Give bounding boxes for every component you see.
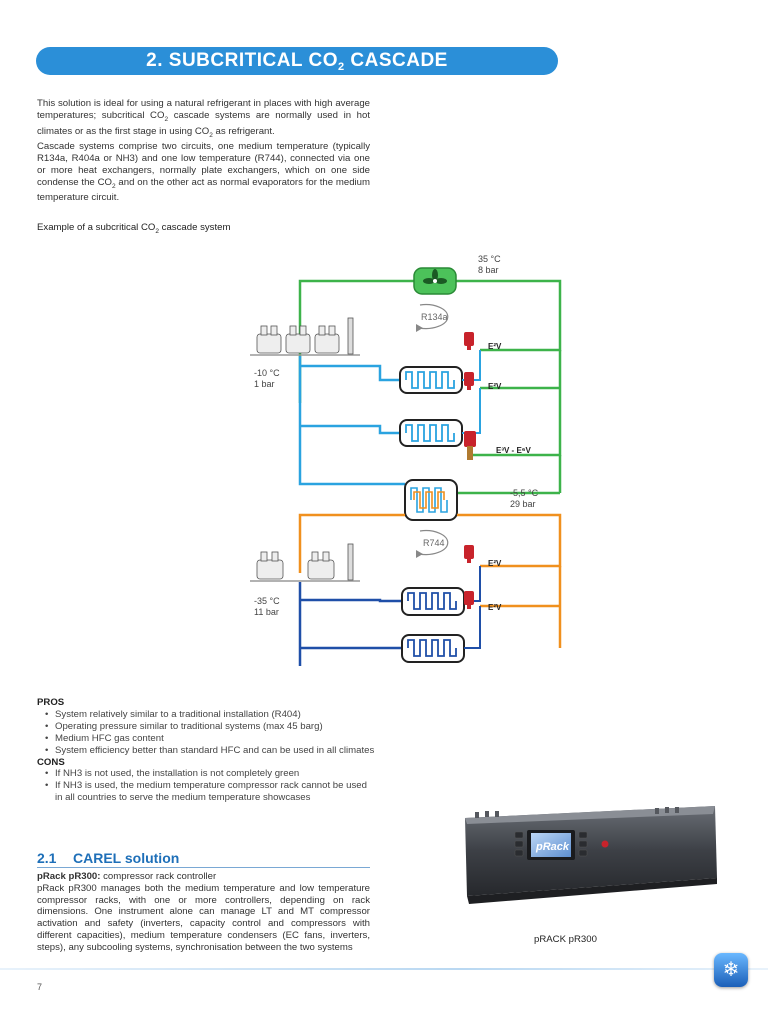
subsection-title-text: CAREL solution: [73, 850, 180, 866]
section-title-bar: 2. SUBCRITICAL CO2 CASCADE: [36, 47, 558, 75]
valve-label-2: E²V: [488, 382, 502, 391]
lt-pressure: 11 bar: [254, 607, 279, 617]
lt-temp: -35 °C: [254, 596, 280, 606]
intro-p1-sub: 2: [164, 115, 169, 123]
mt-suction-loop: [298, 356, 405, 486]
mt-compressor-rack: [250, 317, 360, 356]
intro-p1-a: This solution is ideal for using a natur…: [37, 98, 370, 121]
intro-paragraph-1: This solution is ideal for using a natur…: [37, 98, 370, 141]
caption-post: cascade system: [159, 222, 231, 233]
cons-heading: CONS: [37, 756, 65, 768]
r134a-cycle-icon: [416, 304, 449, 332]
lt-compressor-rack: [250, 543, 360, 582]
section-title-text: 2. SUBCRITICAL CO: [146, 50, 338, 71]
pros-item: Medium HFC gas content: [45, 733, 377, 745]
footer-band: [0, 968, 768, 970]
lt-suction-loop: [298, 582, 402, 666]
mt-pressure: 1 bar: [254, 379, 275, 389]
product-caption: pRACK pR300: [534, 934, 597, 945]
valve-e3v: [464, 431, 476, 460]
pros-item: Operating pressure similar to traditiona…: [45, 721, 377, 733]
carel-logo-icon: [601, 840, 609, 848]
pros-heading: PROS: [37, 697, 65, 708]
valve-e2v-3: [464, 545, 474, 563]
snowflake-icon: [714, 953, 748, 987]
condenser-fan: [413, 267, 457, 295]
display-text: pRack: [535, 841, 570, 853]
mt-temp: -10 °C: [254, 368, 280, 378]
intro-p2-sub: 2: [111, 182, 116, 190]
caption-pre: Example of a subcritical CO: [37, 222, 156, 233]
valve-label-4: E²V: [488, 559, 502, 568]
intro-p1-b: cascade systems are normally used in hot…: [37, 109, 370, 137]
valve-e2v-1: [464, 332, 474, 350]
intro-p2-a: Cascade systems comprise two circuits, o…: [37, 141, 370, 188]
exchanger-temp: -5,5 °C: [510, 488, 539, 498]
diagram-caption: Example of a subcritical CO2 cascade sys…: [37, 222, 230, 235]
valve-e2v-4: [464, 591, 474, 609]
r744-cycle-icon: [416, 530, 449, 558]
subsection-divider: [37, 867, 370, 868]
lt-refrigerant-label: R744: [423, 538, 445, 548]
product-name: pRack pR300:: [37, 871, 101, 882]
controller-display: pRack: [527, 830, 575, 860]
exchanger-pressure: 29 bar: [510, 499, 536, 509]
valve-label-5: E²V: [488, 603, 502, 612]
intro-paragraph-2: Cascade systems comprise two circuits, o…: [37, 141, 370, 204]
subsection-body: pRack pR300: compressor rack controller …: [37, 871, 370, 954]
valve-e2v-2: [464, 372, 474, 390]
intro-text: This solution is ideal for using a natur…: [37, 98, 370, 204]
pros-item: System relatively similar to a tradition…: [45, 709, 377, 721]
pros-list: System relatively similar to a tradition…: [37, 709, 377, 757]
lt-liquid-loop: [298, 513, 562, 648]
valve-label-3: E³V - E⁶V: [496, 446, 531, 455]
subsection-number: 2.1: [37, 850, 57, 866]
lt-evaporator-2: [401, 634, 465, 663]
intro-p1-sub2: 2: [209, 131, 213, 139]
cascade-heat-exchanger: [404, 479, 458, 521]
controller-buttons: [514, 831, 588, 857]
cascade-diagram: 35 °C 8 bar R134a -10 °C 1 bar E²V: [250, 254, 562, 666]
product-line: pRack pR300: compressor rack controller: [37, 871, 370, 883]
mt-refrigerant-label: R134a: [421, 312, 448, 322]
lt-evaporator-1: [401, 587, 465, 616]
section-title-suffix: CASCADE: [344, 50, 448, 71]
section-title-subscript: 2: [337, 61, 345, 73]
controller-body: [465, 806, 717, 904]
subsection-title: 2.1 CAREL solution: [37, 850, 179, 866]
cons-list: If NH3 is not used, the installation is …: [37, 768, 377, 804]
prack-controller-image: pRack: [465, 806, 717, 904]
intro-p1-c: as refrigerant.: [212, 125, 275, 137]
intro-p2-b: and on the other act as normal evaporato…: [37, 176, 370, 204]
page-number: 7: [37, 982, 43, 992]
condenser-temp: 35 °C: [478, 254, 501, 264]
subsection-paragraph: pRack pR300 manages both the medium temp…: [37, 882, 370, 953]
cons-item: If NH3 is not used, the installation is …: [45, 768, 377, 780]
condenser-pressure: 8 bar: [478, 265, 499, 275]
mt-evaporator-1: [399, 366, 463, 394]
mt-evaporator-2: [399, 419, 463, 447]
pros-item: System efficiency better than standard H…: [45, 745, 377, 757]
caption-sub: 2: [155, 227, 159, 235]
pros-cons-list: PROS System relatively similar to a trad…: [37, 697, 377, 804]
fan-icon: [423, 269, 447, 284]
valve-label-1: E²V: [488, 342, 502, 351]
product-desc: compressor rack controller: [100, 871, 217, 882]
cons-item: If NH3 is used, the medium temperature c…: [45, 780, 377, 804]
